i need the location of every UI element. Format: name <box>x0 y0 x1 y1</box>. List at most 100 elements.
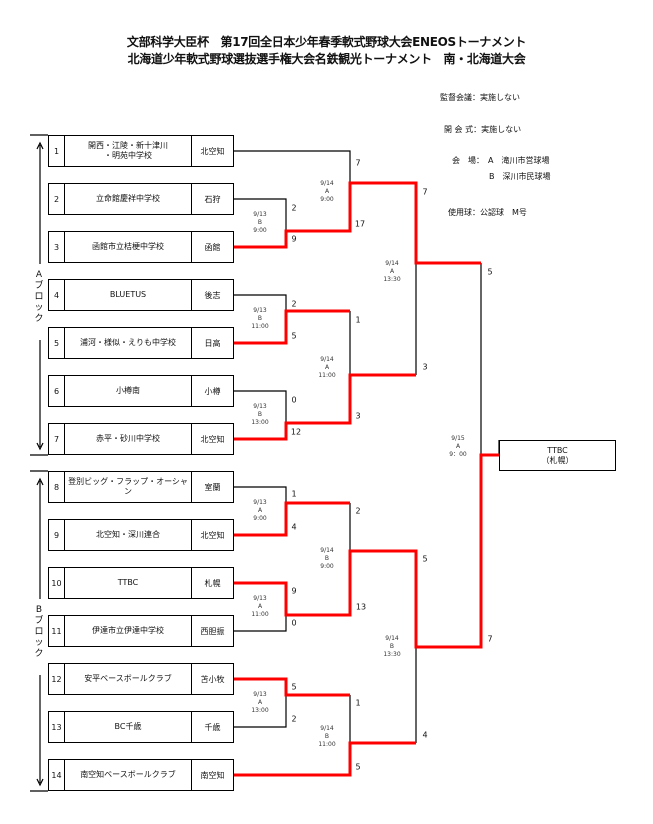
winner-line <box>234 373 416 441</box>
team-area: 函館 <box>204 242 221 252</box>
score-label: 7 <box>487 634 493 644</box>
match-schedule: 9/13 B 11:00 <box>251 307 269 330</box>
team-name: BLUETUS <box>65 280 192 310</box>
team-area: 石狩 <box>204 194 221 204</box>
score-label: 0 <box>291 618 297 628</box>
team-name: 北空知・深川連合 <box>65 520 192 550</box>
score-label: 1 <box>355 315 361 325</box>
team-area: 室蘭 <box>204 482 221 492</box>
score-label: 0 <box>291 395 297 405</box>
team-name: BC千歳 <box>65 712 192 742</box>
score-label: 4 <box>291 522 297 532</box>
team-name: 小樽南 <box>65 376 192 406</box>
bracket-line <box>36 778 44 787</box>
team-row: 3 函館市立桔梗中学校 函館 <box>48 231 234 263</box>
team-number: 5 <box>49 328 65 358</box>
winner-line <box>234 501 350 537</box>
team-name: 安平ベースボールクラブ <box>65 664 192 694</box>
score-label: 13 <box>355 602 367 612</box>
match-schedule: 9/14 A 11:00 <box>318 356 336 379</box>
score-label: 2 <box>291 299 297 309</box>
score-label: 1 <box>291 489 297 499</box>
bracket-line <box>36 141 44 150</box>
team-area: 後志 <box>204 290 221 300</box>
team-name: 赤平・砂川中学校 <box>65 424 192 454</box>
match-schedule: 9/14 B 13:30 <box>383 635 401 658</box>
match-schedule: 9/13 B 9:00 <box>253 211 267 234</box>
winner-line <box>234 741 416 777</box>
score-label: 2 <box>291 714 297 724</box>
team-name: 函館市立桔梗中学校 <box>65 232 192 262</box>
bracket-line <box>234 294 287 311</box>
match-schedule: 9/14 A 9:00 <box>320 180 334 203</box>
score-label: 3 <box>422 362 428 372</box>
bracket-line <box>36 442 44 451</box>
team-row: 2 立命館慶祥中学校 石狩 <box>48 183 234 215</box>
score-label: 5 <box>291 682 297 692</box>
match-schedule: 9/15 A 9：00 <box>449 435 467 458</box>
winner-line <box>234 453 499 649</box>
team-number: 9 <box>49 520 65 550</box>
info-venue-b: B 深川市民球場 <box>489 172 551 181</box>
team-name: 浦河・様似・えりも中学校 <box>65 328 192 358</box>
team-number: 1 <box>49 136 65 166</box>
winner-line <box>234 181 481 265</box>
match-schedule: 9/14 B 9:00 <box>320 547 334 570</box>
team-row: 6 小樽南 小樽 <box>48 375 234 407</box>
team-row: 14 南空知ベースボールクラブ 南空知 <box>48 759 234 791</box>
score-label: 3 <box>355 411 361 421</box>
score-label: 7 <box>422 187 428 197</box>
score-label: 17 <box>354 219 366 229</box>
champion-box: TTBC （札幌） <box>499 440 616 471</box>
team-row: 1 開西・江陵・新十津川 ・明苑中学校 北空知 <box>48 135 234 167</box>
info-venue-a: 会 場： A 滝川市営球場 <box>452 156 550 165</box>
score-label: 9 <box>291 586 297 596</box>
team-number: 6 <box>49 376 65 406</box>
team-number: 13 <box>49 712 65 742</box>
team-row: 7 赤平・砂川中学校 北空知 <box>48 423 234 455</box>
score-label: 5 <box>291 331 297 341</box>
score-label: 2 <box>355 506 361 516</box>
team-area: 苫小牧 <box>200 674 225 684</box>
champion-name: TTBC <box>547 445 568 455</box>
team-number: 2 <box>49 184 65 214</box>
winner-line <box>234 677 350 697</box>
team-area: 北空知 <box>200 146 225 156</box>
team-area: 南空知 <box>200 770 225 780</box>
title-line-1: 文部科学大臣杯 第17回全日本少年春季軟式野球大会ENEOSトーナメント <box>126 35 527 49</box>
score-label: 5 <box>355 762 361 772</box>
team-row: 11 伊達市立伊達中学校 西胆振 <box>48 615 234 647</box>
team-row: 9 北空知・深川連合 北空知 <box>48 519 234 551</box>
team-number: 4 <box>49 280 65 310</box>
team-row: 4 BLUETUS 後志 <box>48 279 234 311</box>
match-schedule: 9/14 B 11:00 <box>318 725 336 748</box>
team-row: 5 浦河・様似・えりも中学校 日高 <box>48 327 234 359</box>
score-label: 2 <box>291 203 297 213</box>
match-schedule: 9/13 A 13:00 <box>251 691 269 714</box>
team-number: 3 <box>49 232 65 262</box>
team-name: 伊達市立伊達中学校 <box>65 616 192 646</box>
team-row: 10 TTBC 札幌 <box>48 567 234 599</box>
champion-area: （札幌） <box>541 455 574 465</box>
score-label: 4 <box>422 730 428 740</box>
score-label: 7 <box>355 158 361 168</box>
match-schedule: 9/13 A 9:00 <box>253 499 267 522</box>
team-number: 7 <box>49 424 65 454</box>
winner-line <box>234 309 350 345</box>
score-label: 5 <box>487 267 493 277</box>
bracket-line <box>234 390 287 423</box>
team-number: 14 <box>49 760 65 790</box>
bracket-line <box>234 150 351 183</box>
bracket-line <box>234 486 287 503</box>
title-line-2: 北海道少年軟式野球選抜選手権大会名鉄観光トーナメント 南・北海道大会 <box>127 52 526 66</box>
team-area: 札幌 <box>204 578 221 588</box>
score-label: 9 <box>291 234 297 244</box>
bracket-line <box>234 198 287 231</box>
team-number: 12 <box>49 664 65 694</box>
bracket-line <box>36 477 44 486</box>
score-label: 5 <box>422 554 428 564</box>
score-label: 12 <box>290 427 302 437</box>
